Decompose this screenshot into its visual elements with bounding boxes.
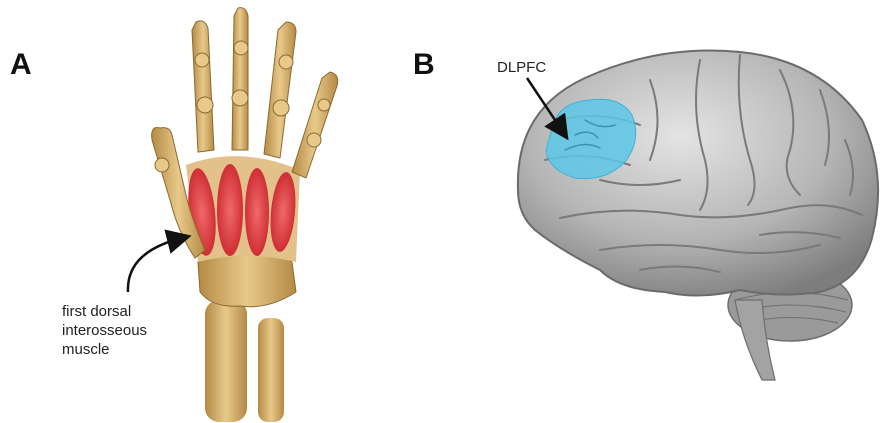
first-dorsal-interosseous-label: first dorsal interosseous muscle: [62, 302, 147, 359]
label-line-3: muscle: [62, 340, 147, 359]
index-finger: [192, 21, 214, 152]
brain-illustration: [518, 50, 878, 380]
dlpfc-label: DLPFC: [497, 58, 546, 77]
panel-letter-b: B: [413, 48, 435, 82]
little-finger: [292, 72, 338, 178]
muscle-strip-3: [245, 168, 269, 256]
panel-letter-a: A: [10, 48, 32, 82]
middle-finger: [232, 8, 248, 150]
muscle-strip-2: [217, 164, 243, 256]
ulna-bone: [258, 318, 284, 422]
radius-bone: [205, 300, 247, 422]
arrow-to-first-dorsal-interosseous: [128, 238, 182, 292]
ring-finger: [264, 22, 296, 158]
hand-illustration: [152, 8, 338, 422]
label-line-2: interosseous: [62, 321, 147, 340]
label-line-1: first dorsal: [62, 302, 147, 321]
